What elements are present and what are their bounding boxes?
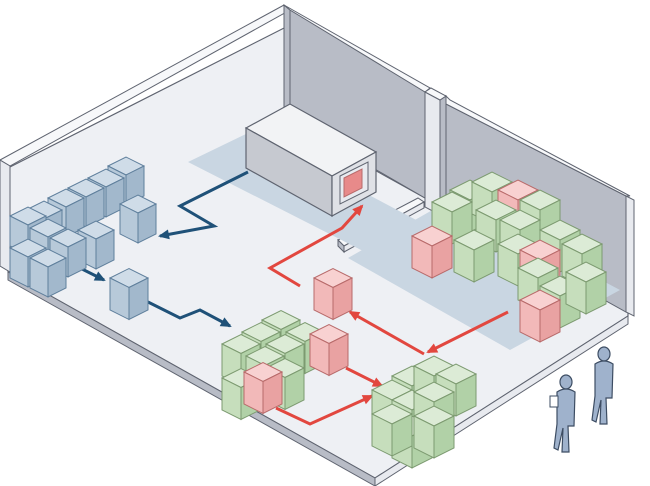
defect-cube — [314, 269, 352, 320]
defect-cube — [244, 363, 282, 414]
defect-cube — [310, 325, 348, 376]
wall-end-right — [626, 196, 634, 316]
raw-material-cube — [120, 195, 156, 243]
raw-material-cube — [30, 249, 66, 297]
worker-standing — [592, 347, 613, 424]
stored-goods-cube — [566, 262, 606, 314]
finished-goods-cube — [414, 406, 454, 458]
partition-column-front — [425, 92, 440, 215]
person-head — [560, 375, 572, 389]
clipboard-icon — [550, 396, 558, 407]
person-icon — [592, 361, 613, 424]
stored-defect-cube — [412, 226, 452, 278]
person-head — [598, 347, 610, 361]
stored-goods-cube — [454, 230, 494, 282]
worker-with-clipboard — [550, 375, 575, 452]
wall-end-left — [0, 160, 10, 272]
buffer-cube — [110, 269, 148, 320]
finished-goods-cube — [372, 404, 412, 456]
stored-defect-cube — [520, 290, 560, 342]
